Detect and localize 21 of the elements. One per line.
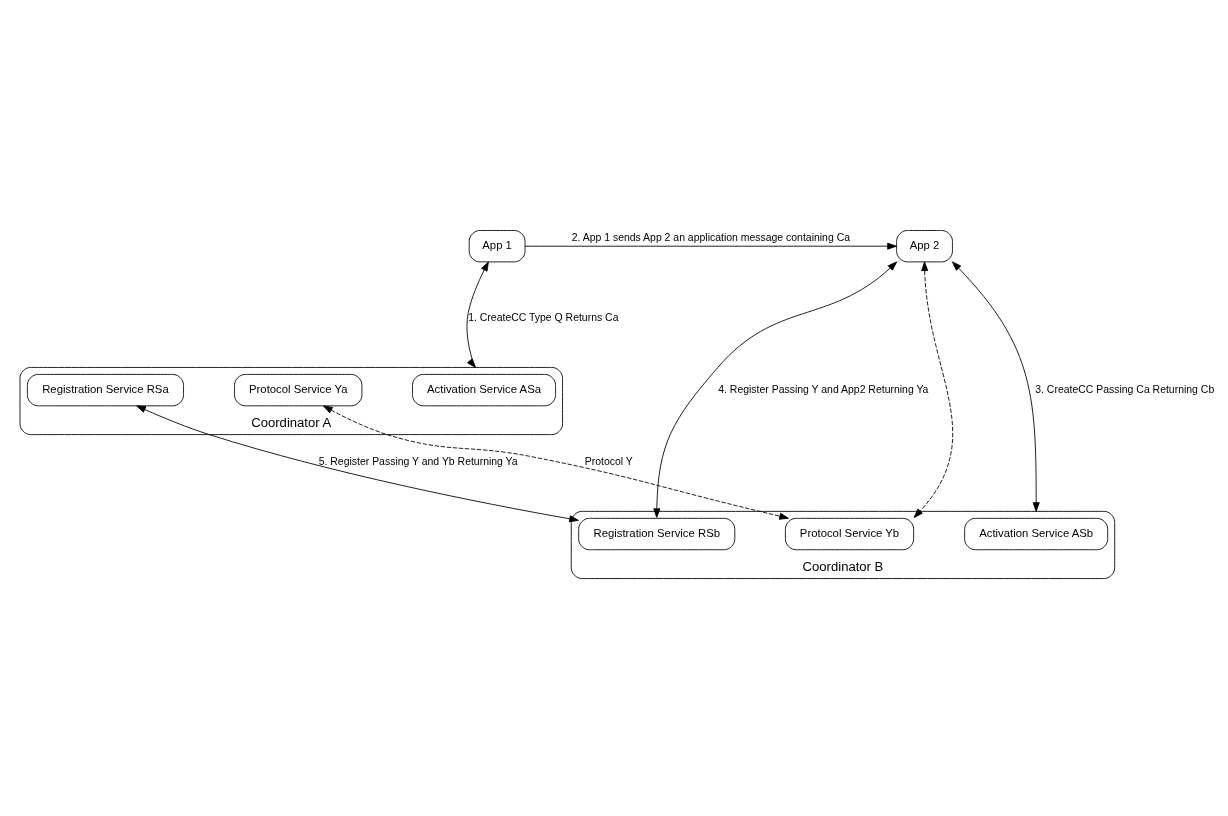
node-box: Activation Service ASa <box>412 374 556 407</box>
node-box: Protocol Service Yb <box>784 517 915 551</box>
arrow <box>136 405 579 523</box>
arrow <box>466 261 489 368</box>
node-box: Registration Service RSb <box>578 517 736 551</box>
edge-label: 3. CreateCC Passing Ca Returning Cb <box>1035 383 1215 395</box>
arrow <box>524 242 897 250</box>
edge-label: 4. Register Passing Y and App2 Returning Ya <box>718 383 929 395</box>
edge-label: Protocol Y <box>584 455 633 467</box>
arrow <box>323 405 789 520</box>
node-box: Activation Service ASb <box>964 517 1109 551</box>
edge-label: 2. App 1 sends App 2 an application message containing Ca <box>571 231 851 243</box>
edge-label: 1. CreateCC Type Q Returns Ca <box>468 311 619 323</box>
arrow <box>952 261 1040 512</box>
edge-label: 5. Register Passing Y and Yb Returning Ya <box>318 455 518 467</box>
arrow <box>653 261 898 518</box>
arrow <box>913 261 954 518</box>
node-box: Protocol Service Ya <box>234 374 363 407</box>
node-box: Registration Service RSa <box>26 374 184 407</box>
node-box: App 2 <box>896 230 953 263</box>
node-box: App 1 <box>468 230 526 263</box>
